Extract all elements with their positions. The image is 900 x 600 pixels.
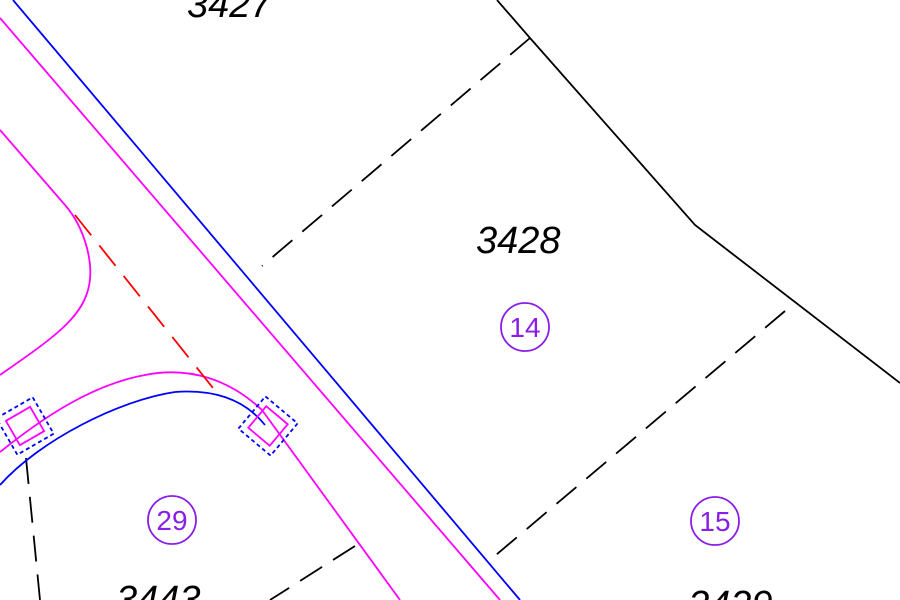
lot-line-3443-west	[25, 457, 41, 600]
parcel-number-3428: 3428	[476, 220, 561, 262]
road-edge-corner-curve	[0, 371, 263, 453]
parcel-boundary-east	[496, 0, 900, 384]
road-edge-upper	[0, 17, 501, 600]
lot-line-3428-3429	[489, 310, 786, 561]
corner-boundary-blue	[0, 390, 266, 486]
lot-number-14: 14	[509, 312, 540, 343]
road-edge-lower	[261, 409, 401, 600]
road-edges	[0, 17, 501, 600]
red-dashed-line	[74, 214, 218, 394]
dashed-lot-lines	[25, 37, 786, 600]
lot-marker-14: 14	[500, 302, 550, 352]
parcel-number-3427: 3427	[187, 0, 273, 26]
blue-boundaries	[0, 0, 521, 600]
road-edge-west-curve	[0, 129, 92, 376]
parcel-boundaries	[496, 0, 900, 384]
street-boundary-blue	[12, 0, 521, 600]
lot-number-15: 15	[699, 506, 730, 537]
lot-number-29: 29	[156, 505, 187, 536]
lot-marker-29: 29	[147, 495, 197, 545]
lot-line-3443-north	[269, 545, 356, 600]
lot-marker-15: 15	[690, 496, 740, 546]
parcel-number-3443: 3443	[116, 579, 201, 600]
lot-line-3427-3428	[261, 37, 531, 267]
parcel-number-3429: 3429	[688, 584, 773, 600]
